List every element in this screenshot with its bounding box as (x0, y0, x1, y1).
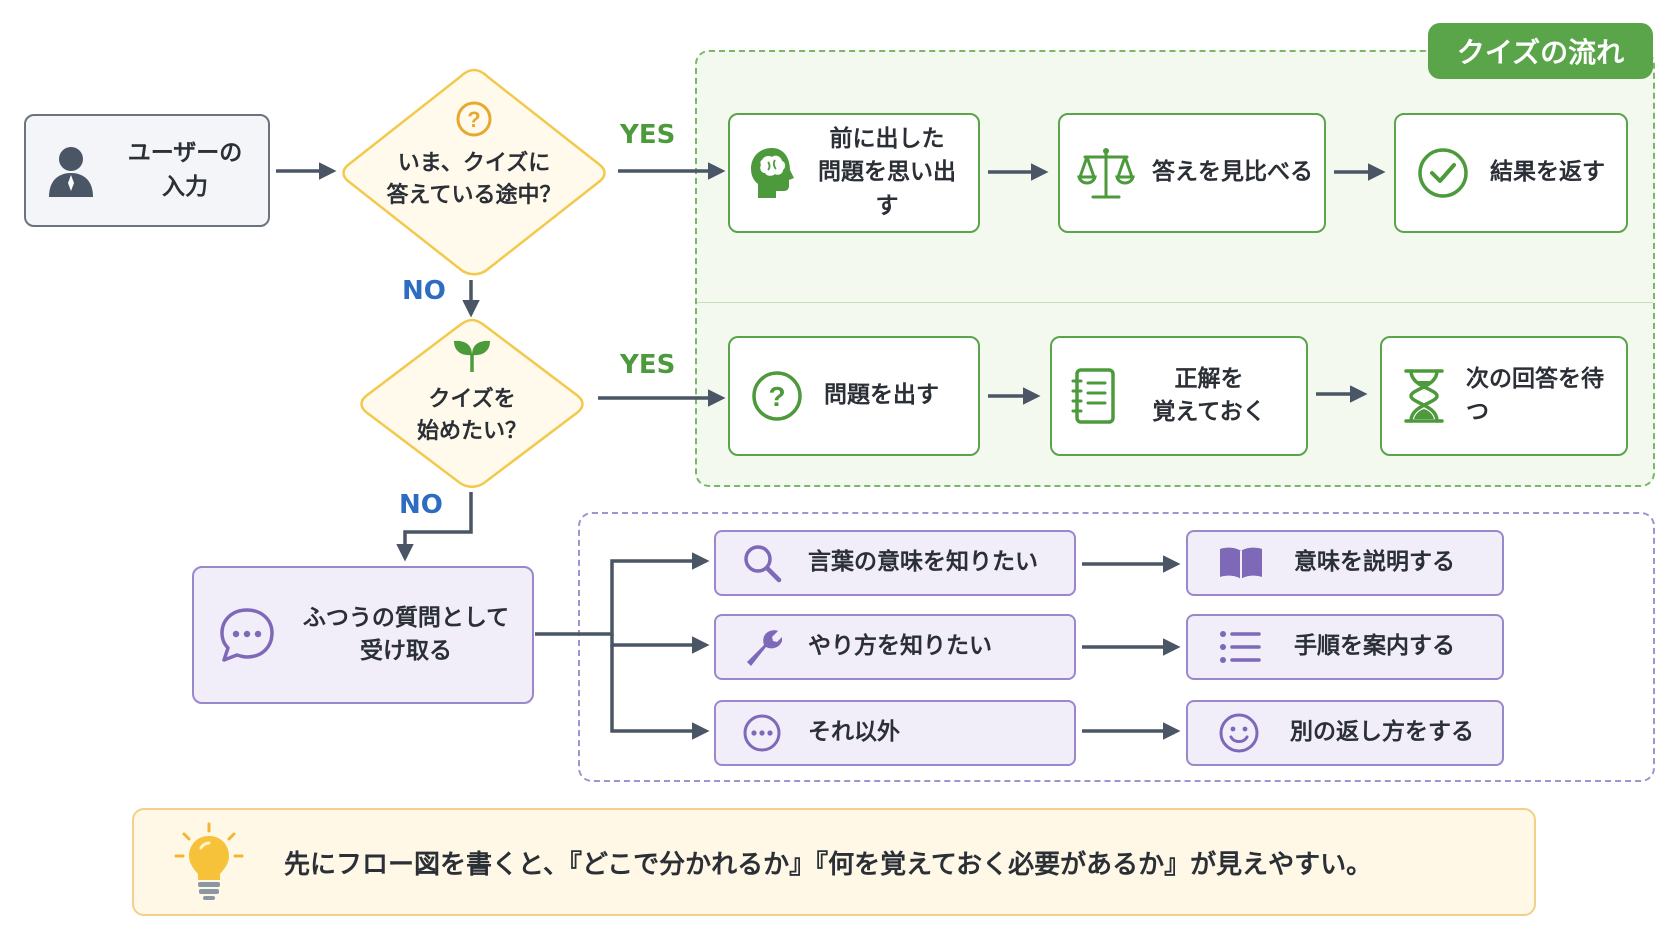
decision-start-quiz-line2: 始めたい？ (416, 418, 527, 444)
start-step-ask-question: ? 問題を出す (728, 336, 980, 456)
yes-label-2: YES (620, 350, 676, 380)
user-icon (26, 143, 116, 199)
branch-3-label: それ以外 (808, 719, 900, 746)
answer-step-recall-question: 前に出した 問題を思い出す (728, 113, 980, 233)
sprout-icon (452, 338, 492, 374)
brain-head-icon (730, 146, 814, 200)
general-question-line1: ふつうの質問として (302, 604, 510, 631)
user-input-label-line2: 入力 (162, 173, 208, 200)
search-icon (716, 543, 808, 583)
branch-1-label: 言葉の意味を知りたい (808, 549, 1038, 576)
branch-2-label: やり方を知りたい (808, 633, 992, 660)
decision-start-quiz-line1: クイズを (428, 387, 516, 412)
quiz-flow-badge: クイズの流れ (1428, 23, 1653, 79)
answer-step-compare: 答えを見比べる (1058, 113, 1326, 233)
user-input-node: ユーザーの 入力 (24, 114, 270, 227)
answer-step-3-line1: 結果を返す (1490, 159, 1605, 186)
start-step-2-line1: 正解を (1174, 365, 1244, 392)
smile-icon (1188, 712, 1290, 754)
general-question-node: ふつうの質問として 受け取る (192, 566, 534, 704)
start-step-remember-answer: 正解を 覚えておく (1050, 336, 1308, 456)
balance-scale-icon (1060, 145, 1152, 201)
question-circle-icon: ? (455, 100, 493, 138)
start-step-1-line1: 問題を出す (824, 382, 939, 409)
notebook-icon (1052, 367, 1136, 425)
branch-how-to: やり方を知りたい (714, 614, 1076, 680)
list-icon (1188, 629, 1294, 665)
tip-callout: 先にフロー図を書くと、『どこで分かれるか』『何を覚えておく必要があるか』が見えや… (132, 808, 1536, 916)
arrow-general-branch-3 (610, 645, 710, 740)
answer-step-1-line1: 前に出した (829, 125, 945, 152)
answer-step-2-line1: 答えを見比べる (1152, 159, 1313, 186)
answer-step-1-line2: 問題を思い出す (818, 159, 956, 219)
arrow-general-branch-2 (610, 634, 710, 654)
chat-bubble-icon (194, 606, 300, 664)
wrench-icon (716, 627, 808, 667)
hourglass-icon (1382, 367, 1466, 425)
quiz-region-divider (697, 302, 1653, 303)
result-3-label: 別の返し方をする (1290, 719, 1474, 746)
no-label-2: NO (399, 490, 443, 520)
decision-start-quiz: クイズを 始めたい？ (356, 316, 588, 492)
branch-other: それ以外 (714, 700, 1076, 766)
start-step-3-line1: 次の回答を待つ (1466, 365, 1604, 425)
tip-text: 先にフロー図を書くと、『どこで分かれるか』『何を覚えておく必要があるか』が見えや… (284, 849, 1373, 880)
result-1-label: 意味を説明する (1294, 549, 1455, 576)
decision-in-quiz-line1: いま、クイズに (397, 151, 551, 176)
arrow-decision2-no (396, 492, 473, 562)
result-other-reply: 別の返し方をする (1186, 700, 1504, 766)
user-input-label-line1: ユーザーの (127, 140, 243, 167)
question-circle-icon: ? (730, 369, 824, 423)
start-step-2-line2: 覚えておく (1152, 399, 1266, 425)
result-2-label: 手順を案内する (1294, 633, 1455, 660)
check-circle-icon (1396, 146, 1490, 200)
arrow-general-branch-1 (535, 552, 710, 636)
start-step-wait-answer: 次の回答を待つ (1380, 336, 1628, 456)
svg-text:?: ? (768, 381, 785, 412)
svg-text:?: ? (467, 107, 480, 132)
ellipsis-circle-icon (716, 713, 808, 753)
result-explain-meaning: 意味を説明する (1186, 530, 1504, 596)
result-guide-steps: 手順を案内する (1186, 614, 1504, 680)
decision-in-quiz: ? いま、クイズに 答えている途中？ (338, 66, 610, 280)
general-question-line2: 受け取る (360, 638, 452, 664)
branch-word-meaning: 言葉の意味を知りたい (714, 530, 1076, 596)
lightbulb-icon (134, 822, 284, 902)
book-icon (1188, 546, 1294, 580)
decision-in-quiz-line2: 答えている途中？ (386, 182, 562, 208)
answer-step-return-result: 結果を返す (1394, 113, 1628, 233)
no-label-1: NO (402, 276, 446, 306)
yes-label-1: YES (620, 120, 676, 150)
